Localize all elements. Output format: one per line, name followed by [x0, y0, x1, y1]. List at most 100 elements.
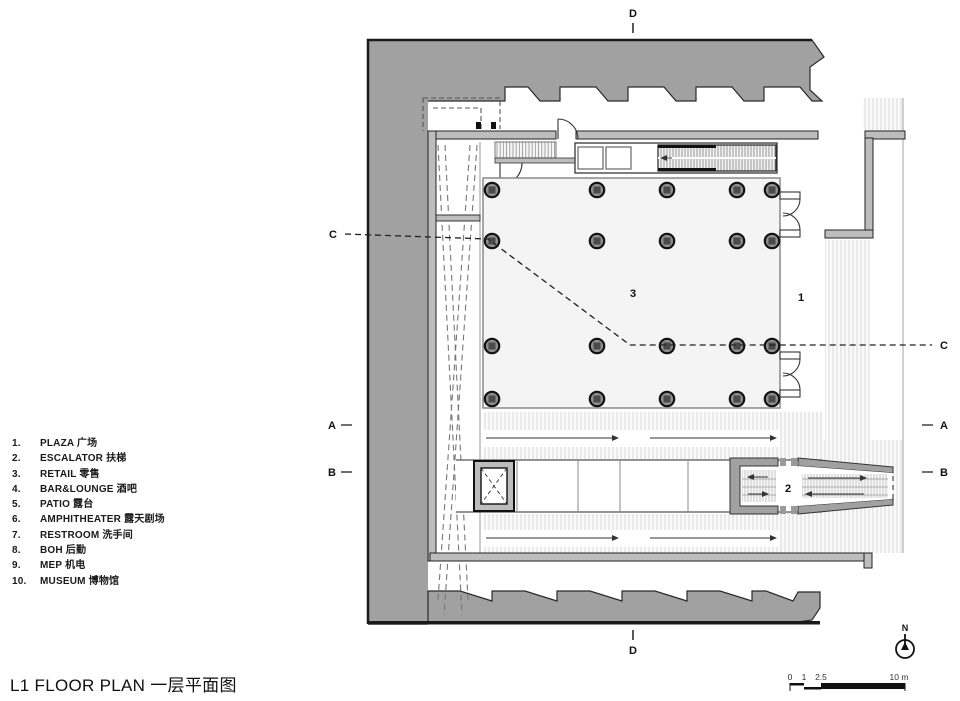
- column: [763, 232, 781, 250]
- legend-item: 4. BAR&LOUNGE 酒吧: [12, 482, 232, 497]
- legend-number: 1.: [12, 438, 21, 449]
- legend-item: 9. MEP 机电: [12, 558, 232, 573]
- poche-mass: [366, 38, 825, 625]
- legend-item: 10. MUSEUM 博物馆: [12, 574, 232, 589]
- column: [728, 232, 746, 250]
- legend-label: PATIO 露台: [40, 499, 94, 511]
- ramp-dashed-line: [443, 144, 478, 616]
- scale-bar: 0 1 2.5 10 m: [788, 672, 909, 691]
- column: [763, 181, 781, 199]
- amphitheater-arrows: [483, 430, 780, 547]
- ramp-landing: [435, 214, 481, 222]
- wall-top-2: [575, 130, 819, 140]
- column: [658, 337, 676, 355]
- scale-segment: [790, 683, 804, 686]
- room-label-escalator: 2: [785, 483, 791, 495]
- room-labels: 3 1 2: [630, 288, 804, 495]
- legend-label: AMPHITHEATER 露天剧场: [40, 514, 165, 526]
- retail-room: [482, 177, 781, 409]
- legend-number: 4.: [12, 483, 21, 495]
- wall-bottom: [429, 552, 865, 562]
- section-label-d-top: D: [629, 8, 637, 20]
- hatch-band: [483, 412, 780, 430]
- boh-room: [605, 146, 632, 170]
- legend-label: ESCALATOR 扶梯: [40, 453, 127, 465]
- escalator-u-wall: [729, 457, 779, 515]
- column: [658, 232, 676, 250]
- door-stop: [476, 122, 481, 129]
- door-stop: [491, 122, 496, 129]
- column: [588, 390, 606, 408]
- legend-label: BAR&LOUNGE 酒吧: [40, 483, 138, 495]
- section-label-b-right: B: [940, 467, 948, 479]
- hatch-band: [483, 547, 780, 553]
- legend-item: 6. AMPHITHEATER 露天剧场: [12, 512, 232, 527]
- legend-number: 2.: [12, 453, 21, 465]
- scale-segment: [804, 687, 821, 690]
- skylight-dashed-outline: [422, 97, 501, 131]
- scale-tick-label: 2.5: [815, 672, 827, 682]
- stair-edge-band: [494, 157, 584, 164]
- legend-label: PLAZA 广场: [40, 438, 98, 449]
- scale-tick-label: 1: [802, 672, 807, 682]
- ramp-dashed-line: [437, 144, 471, 601]
- door-arc: [557, 118, 579, 140]
- hatch-band-top-right: [863, 98, 903, 131]
- column: [588, 232, 606, 250]
- scale-tick-label: 10 m: [890, 672, 909, 682]
- upper-escalator-bar: [658, 168, 716, 171]
- legend-label: BOH 后勤: [40, 545, 87, 557]
- legend-label: RETAIL 零售: [40, 468, 100, 480]
- legend-number: 6.: [12, 514, 21, 526]
- hatch-band: [483, 447, 780, 460]
- column: [763, 337, 781, 355]
- column: [728, 390, 746, 408]
- legend-item: 1. PLAZA 广场: [12, 436, 232, 451]
- arrow-lane: [483, 530, 780, 547]
- legend-label: MUSEUM 博物馆: [40, 575, 120, 587]
- legend-label: MEP 机电: [40, 560, 86, 572]
- room-label-retail: 3: [630, 288, 636, 300]
- double-door-lower: [779, 351, 801, 398]
- retail-hall: [482, 177, 801, 409]
- interior-walls: [427, 130, 906, 569]
- legend-item: 8. BOH 后勤: [12, 543, 232, 558]
- column: [658, 390, 676, 408]
- column: [483, 337, 501, 355]
- room-legend: 1. PLAZA 广场 2. ESCALATOR 扶梯 3. RETAIL 零售 4.…: [12, 436, 232, 589]
- scale-tick-label: 0: [788, 672, 793, 682]
- hatch-band: [483, 514, 780, 530]
- hatch-band-right-upper: [825, 240, 870, 455]
- legend-label: RESTROOM 洗手间: [40, 529, 133, 541]
- column: [588, 337, 606, 355]
- corridor: [456, 457, 894, 515]
- column: [728, 337, 746, 355]
- legend-item: 2. ESCALATOR 扶梯: [12, 451, 232, 466]
- poche-bottom-edge-line: [368, 621, 820, 625]
- north-arrow: N: [895, 623, 915, 659]
- section-line-c: [344, 233, 932, 346]
- section-label-b-left: B: [328, 467, 336, 479]
- legend-number: 3.: [12, 468, 21, 480]
- stair-hatch: [494, 141, 557, 159]
- drawing-title: L1 FLOOR PLAN 一层平面图: [10, 676, 237, 695]
- legend-number: 9.: [12, 560, 21, 572]
- legend-number: 10.: [12, 575, 27, 587]
- column: [658, 181, 676, 199]
- section-label-d-bottom: D: [629, 645, 637, 657]
- wall-top-1: [429, 130, 557, 140]
- legend-number: 7.: [12, 529, 21, 541]
- north-label: N: [902, 623, 909, 633]
- section-markers: C C A A B B D D: [328, 8, 948, 657]
- wall-right-vertical: [864, 137, 874, 233]
- column: [483, 390, 501, 408]
- legend-number: 8.: [12, 545, 21, 557]
- top-service-block: [494, 118, 778, 186]
- wall-bottom-hook: [863, 552, 873, 569]
- poche-outer-outline: [366, 38, 812, 624]
- poche-bottom-mass: [427, 590, 821, 623]
- wall-left-strip: [427, 130, 437, 562]
- legend-item: 3. RETAIL 零售: [12, 467, 232, 482]
